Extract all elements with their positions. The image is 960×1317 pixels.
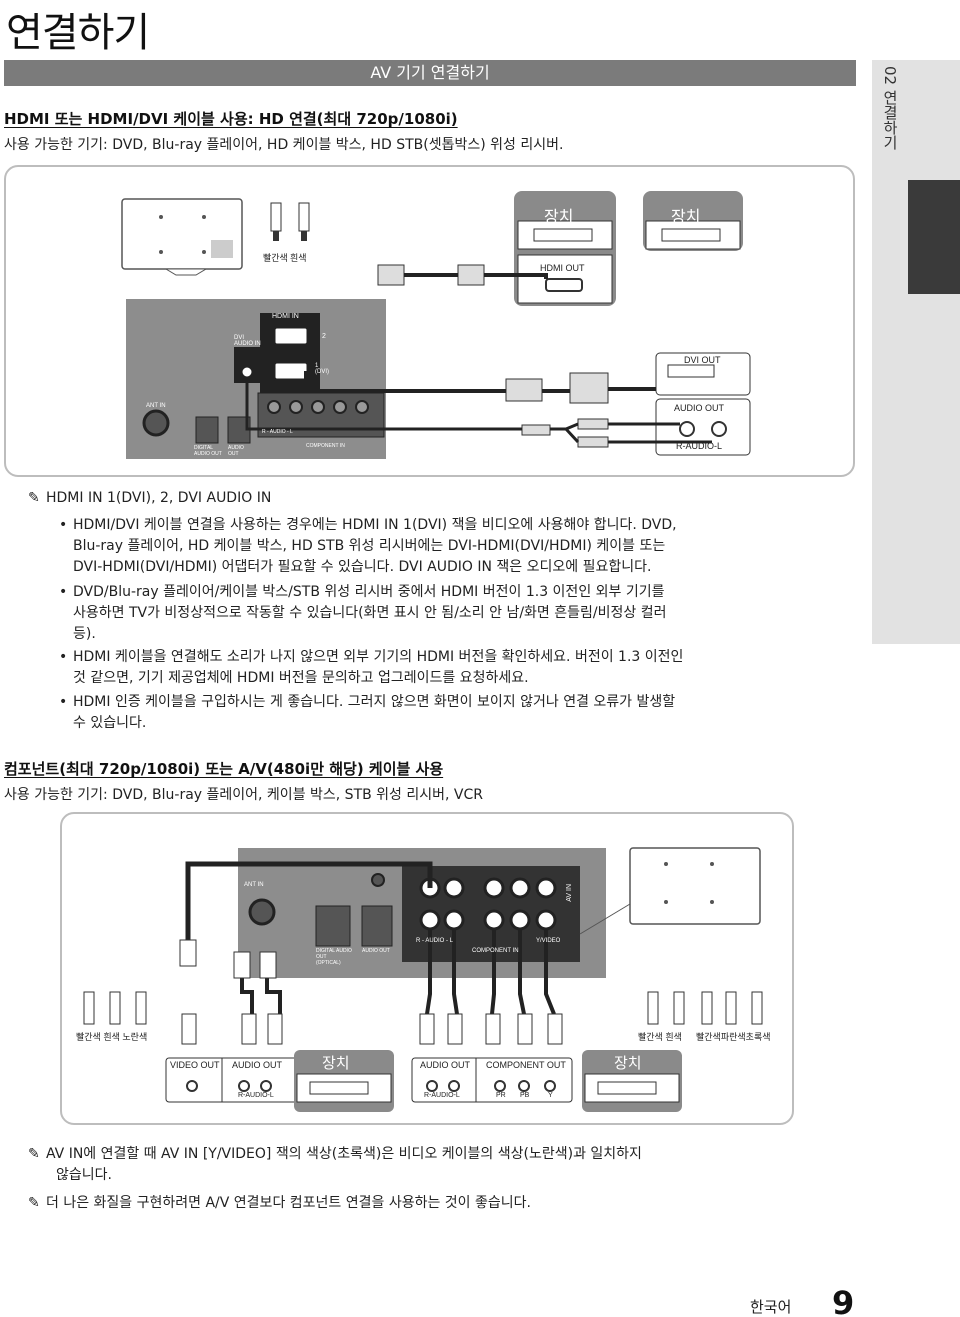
component-device-b-label: 장치 (614, 1055, 642, 1072)
hdmi-section-heading: HDMI 또는 HDMI/DVI 케이블 사용: HD 연결(최대 720p/1… (4, 110, 458, 128)
tv-av-in-label: AV IN (566, 884, 573, 902)
component-right-colors-a-label: 빨간색 흰색 (638, 1032, 682, 1042)
tv-audio-jack-label: R - AUDIO - L (416, 938, 454, 944)
hdmi-in-label: HDMI IN (272, 313, 299, 320)
hdmi-bullet-1: • HDMI/DVI 케이블 연결을 사용하는 경우에는 HDMI IN 1(D… (59, 515, 863, 578)
hdmi-connection-diagram: 빨간색 흰색 장치 장치 HDMI OUT HDMI IN DVI AUDIO … (4, 165, 855, 477)
side-tab-marker (908, 180, 960, 294)
hdmi-bullet-4-line-2: 수 있습니다. (73, 715, 147, 731)
hdmi-note-title: HDMI IN 1(DVI), 2, DVI AUDIO IN (46, 490, 272, 506)
component-note-1-line-1: AV IN에 연결할 때 AV IN [Y/VIDEO] 잭의 색상(초록색)은… (46, 1146, 642, 1162)
audio-out-label: AUDIO OUT (674, 403, 725, 413)
side-tab (872, 60, 960, 644)
hdmi-section-devices: 사용 가능한 기기: DVD, Blu-ray 플레이어, HD 케이블 박스,… (4, 137, 564, 153)
hdmi-red-label: 빨간색 (263, 253, 288, 263)
hdmi-bullet-2-line-2: 사용하면 TV가 비정상적으로 작동할 수 있습니다(화면 표시 안 됨/소리 … (73, 605, 667, 621)
video-out-label: VIDEO OUT (170, 1060, 220, 1070)
hdmi-bullet-4-line-1: HDMI 인증 케이블을 구입하시는 게 좋습니다. 그러지 않으면 화면이 보… (73, 694, 676, 710)
pb-label: PB (520, 1092, 530, 1099)
tv-r-audio-l-label: R - AUDIO - L (262, 429, 293, 435)
section-bar-title: AV 기기 연결하기 (370, 63, 490, 82)
pr-label: PR (496, 1092, 506, 1099)
r-audio-l-label: R-AUDIO-L (676, 441, 723, 451)
r-audio-l-1-label: R-AUDIO-L (238, 1092, 274, 1099)
digital-audio-out-label: DIGITAL AUDIO OUT (194, 445, 222, 457)
hdmi-bullet-2: • DVD/Blu-ray 플레이어/케이블 박스/STB 위성 리시버 중에서… (59, 582, 863, 645)
component-diagram-graphic (83, 847, 763, 1112)
hdmi-bullet-1-line-3: DVI-HDMI(DVI/HDMI) 어댑터가 필요할 수 있습니다. DVI … (73, 559, 652, 575)
hdmi-bullet-3: • HDMI 케이블을 연결해도 소리가 나지 않으면 외부 기기의 HDMI … (59, 647, 863, 689)
hdmi-device-a-label: 장치 (544, 209, 574, 226)
page-number: 9 (832, 1284, 855, 1317)
component-device-a-label: 장치 (322, 1055, 350, 1072)
component-note-2: ✎ 더 나은 화질을 구현하려면 A/V 연결보다 컴포넌트 연결을 사용하는 것… (28, 1193, 828, 1214)
tv-audio-out-small-label: AUDIO OUT (362, 948, 390, 954)
component-note-1: ✎ AV IN에 연결할 때 AV IN [Y/VIDEO] 잭의 색상(초록색)… (28, 1144, 828, 1186)
section-bar (4, 60, 856, 86)
hdmi-device-b-label: 장치 (671, 209, 701, 226)
tv-y-video-label: Y/VIDEO (536, 938, 561, 944)
component-connection-diagram: 빨간색 흰색 노란색 빨간색 흰색 빨간색파란색초록색 VIDEO OUT AU… (60, 812, 794, 1125)
bullet-dot: • (59, 584, 68, 600)
component-out-label: COMPONENT OUT (486, 1060, 566, 1070)
tv-component-in-label: COMPONENT IN (306, 443, 345, 449)
note-pencil-icon: ✎ (28, 1195, 40, 1211)
note-pencil-icon: ✎ (28, 490, 40, 506)
component-note-2-text: 더 나은 화질을 구현하려면 A/V 연결보다 컴포넌트 연결을 사용하는 것이… (46, 1195, 531, 1211)
dvi-out-label: DVI OUT (684, 355, 721, 365)
hdmi-bullet-3-line-1: HDMI 케이블을 연결해도 소리가 나지 않으면 외부 기기의 HDMI 버전… (73, 649, 684, 665)
tv-audio-out-label: AUDIO OUT (228, 445, 244, 457)
page-language: 한국어 (750, 1298, 792, 1316)
tv-component-in-label: COMPONENT IN (472, 948, 519, 954)
component-section-devices: 사용 가능한 기기: DVD, Blu-ray 플레이어, 케이블 박스, ST… (4, 787, 484, 803)
component-right-colors-b-label: 빨간색파란색초록색 (696, 1032, 771, 1042)
component-section-heading: 컴포넌트(최대 720p/1080i) 또는 A/V(480i만 해당) 케이블… (4, 760, 444, 778)
dvi-audio-in-label: DVI AUDIO IN (234, 335, 261, 347)
hdmi-bullet-2-line-1: DVD/Blu-ray 플레이어/케이블 박스/STB 위성 리시버 중에서 H… (73, 584, 665, 600)
bullet-dot: • (59, 694, 68, 710)
hdmi-port-2-label: 2 (322, 333, 326, 340)
hdmi-bullet-1-line-1: HDMI/DVI 케이블 연결을 사용하는 경우에는 HDMI IN 1(DVI… (73, 517, 677, 533)
ant-in-label: ANT IN (146, 403, 166, 409)
hdmi-bullet-2-line-3: 등). (73, 626, 96, 642)
r-audio-l-2-label: R-AUDIO-L (424, 1092, 460, 1099)
audio-out-1-label: AUDIO OUT (232, 1060, 283, 1070)
hdmi-white-label: 흰색 (290, 253, 307, 263)
component-left-colors-label: 빨간색 흰색 노란색 (76, 1032, 148, 1042)
hdmi-bullet-1-line-2: Blu-ray 플레이어, HD 케이블 박스, HD STB 위성 리시버에는… (73, 538, 666, 554)
bullet-dot: • (59, 649, 68, 665)
hdmi-bullet-4: • HDMI 인증 케이블을 구입하시는 게 좋습니다. 그러지 않으면 화면이… (59, 692, 863, 734)
y-label: Y (548, 1092, 553, 1099)
hdmi-port-1-label: 1 (DVI) (315, 363, 329, 375)
bullet-dot: • (59, 517, 68, 533)
component-note-1-line-2: 않습니다. (56, 1167, 112, 1183)
page-title: 연결하기 (6, 10, 150, 56)
tv-ant-in-label: ANT IN (244, 882, 264, 888)
tv-digital-audio-out-label: DIGITAL AUDIO OUT (OPTICAL) (316, 948, 352, 966)
note-pencil-icon: ✎ (28, 1146, 40, 1162)
hdmi-bullet-3-line-2: 것 같으면, 기기 제공업체에 HDMI 버전을 문의하고 업그레이드를 요청하… (73, 670, 529, 686)
audio-out-2-label: AUDIO OUT (420, 1060, 471, 1070)
hdmi-note: ✎ HDMI IN 1(DVI), 2, DVI AUDIO IN (28, 488, 271, 509)
hdmi-diagram-graphic (121, 191, 751, 459)
side-tab-label: 02 연결하기 (881, 66, 899, 150)
hdmi-out-label: HDMI OUT (540, 263, 585, 273)
